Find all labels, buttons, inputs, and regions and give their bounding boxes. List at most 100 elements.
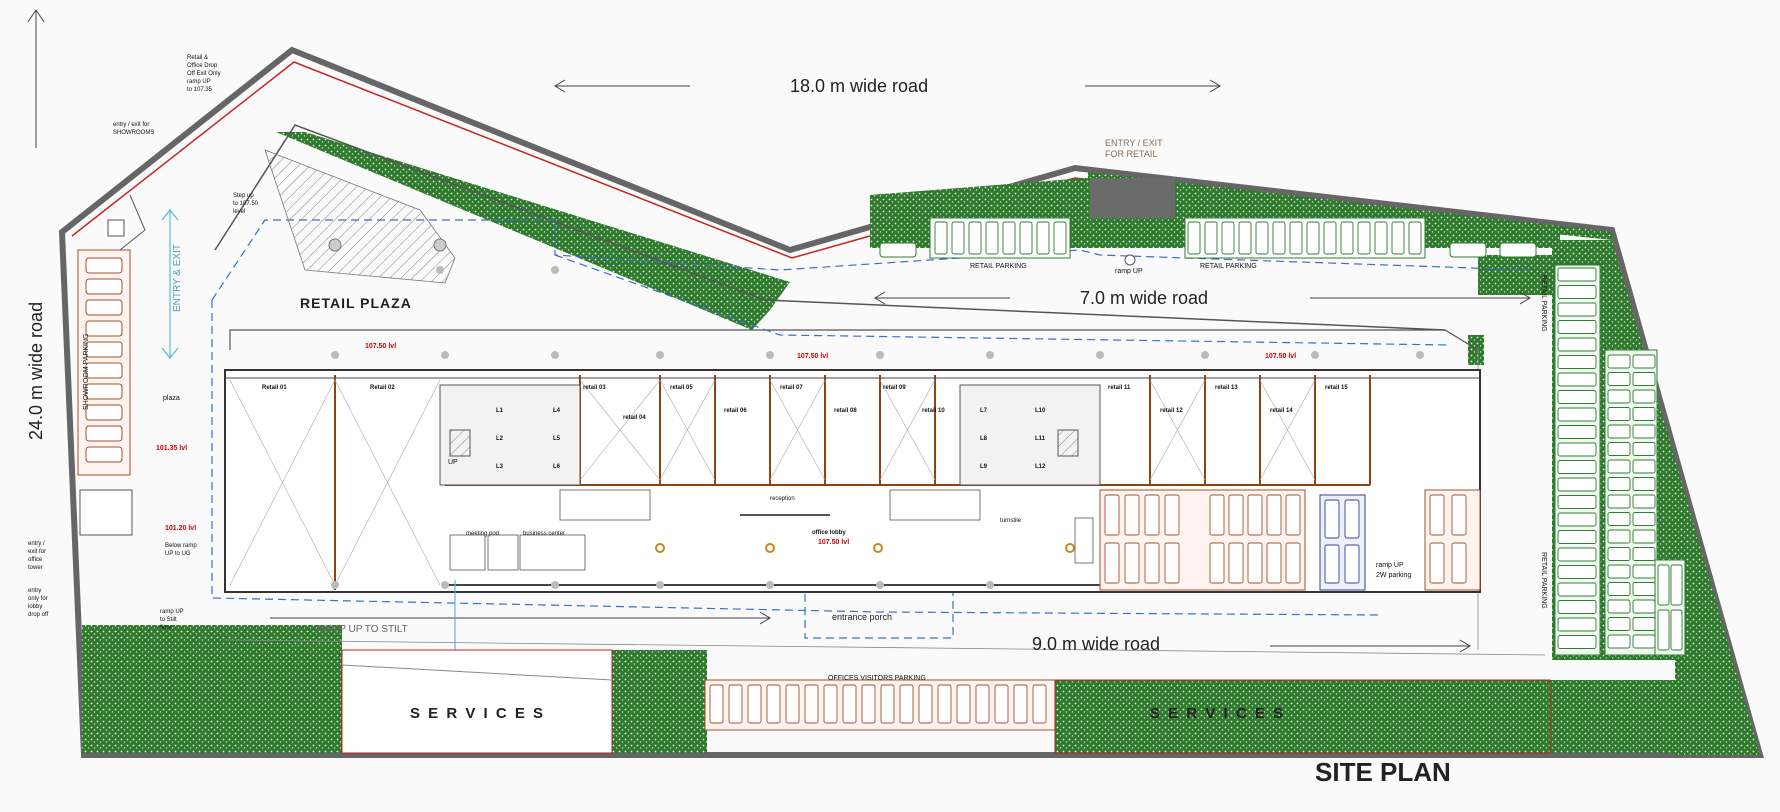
- road-label-south: 9.0 m wide road: [1032, 634, 1160, 654]
- parking-stall: [1607, 529, 1631, 544]
- parking-stall: [1013, 684, 1028, 724]
- retail-unit-label: retail 14: [1270, 408, 1293, 414]
- parking-stall: [1451, 494, 1467, 536]
- retail-unit-labels: Retail 01 Retail 02 retail 03 retail 04 …: [262, 385, 1348, 421]
- ramp-stilt-note: ramp UP to Stilt floor: [160, 609, 184, 631]
- parking-stall: [1557, 425, 1597, 439]
- parking-stall: [1144, 494, 1160, 536]
- parking-stall: [1557, 600, 1597, 614]
- parking-stall: [1266, 542, 1282, 584]
- parking-stall: [985, 221, 999, 255]
- offices-visitors-parking-label: OFFICES VISITORS PARKING: [828, 675, 926, 682]
- svg-text:to Stilt: to Stilt: [160, 617, 177, 623]
- svg-text:L6: L6: [553, 464, 561, 470]
- parking-stall: [766, 684, 781, 724]
- parking-stall: [1272, 221, 1286, 255]
- retail-unit-label: retail 03: [583, 385, 606, 391]
- svg-text:L12: L12: [1035, 464, 1046, 470]
- svg-text:Office Drop: Office Drop: [187, 63, 218, 69]
- parking-stall: [1607, 582, 1631, 596]
- parking-stall: [1632, 634, 1656, 649]
- parking-stall: [1632, 512, 1656, 526]
- parking-stall: [975, 684, 990, 724]
- svg-text:exit for: exit for: [28, 549, 46, 555]
- retail-unit-label: retail 04: [623, 415, 646, 421]
- parking-stall: [1357, 221, 1371, 255]
- parking-stall: [1557, 390, 1597, 404]
- office-tower-entry-note: entry / exit for office tower: [28, 541, 46, 571]
- parking-stall: [1104, 494, 1120, 536]
- svg-text:L11: L11: [1035, 436, 1046, 442]
- retail-unit-label: retail 15: [1325, 385, 1348, 391]
- parking-stall: [1557, 565, 1597, 579]
- svg-text:L1: L1: [496, 408, 504, 414]
- parking-stall: [956, 684, 971, 724]
- parking-stall: [1607, 494, 1631, 509]
- up-label: UP: [448, 459, 458, 466]
- parking-stall: [1340, 221, 1354, 255]
- parking-stall: [899, 684, 914, 724]
- business-center-label: business center: [523, 531, 565, 537]
- showrooms-note: entry / exit for SHOWROOMS: [113, 122, 154, 136]
- parking-stall: [1032, 684, 1047, 724]
- services-left-label: S E R V I C E S: [410, 705, 545, 722]
- svg-text:entry: entry: [28, 588, 41, 594]
- parking-stall: [1238, 221, 1252, 255]
- svg-text:L8: L8: [980, 436, 988, 442]
- parking-stall: [1209, 494, 1225, 536]
- parking-stall: [1632, 424, 1656, 439]
- parking-stall: [1632, 617, 1656, 631]
- svg-text:L2: L2: [496, 436, 504, 442]
- level-label: 107.50 lvl: [365, 343, 396, 350]
- parking-stall: [1002, 221, 1016, 255]
- parking-stall: [1374, 221, 1388, 255]
- entry-exit-arrow-icon: [161, 209, 456, 650]
- parking-stall: [1632, 564, 1656, 579]
- retail-unit-label: retail 09: [883, 385, 906, 391]
- retail-unit-label: retail 12: [1160, 408, 1183, 414]
- svg-text:entry / exit for: entry / exit for: [113, 122, 149, 128]
- parking-stall: [1557, 337, 1597, 352]
- ramp-up-2w-label-2: 2W parking: [1376, 572, 1412, 579]
- svg-text:to 107.35: to 107.35: [187, 87, 213, 93]
- parking-stall: [1557, 267, 1597, 282]
- internal-roads: [214, 124, 1546, 656]
- parking-stall: [1607, 617, 1631, 631]
- retail-unit-label: Retail 02: [370, 385, 395, 391]
- retail-parking-vert-label-2: RETAIL PARKING: [1540, 552, 1547, 609]
- parking-stall: [1657, 609, 1670, 651]
- parking-stall: [1557, 582, 1597, 597]
- parking-stall: [1429, 542, 1445, 584]
- level-label: 107.50 lvl: [1265, 353, 1296, 360]
- svg-text:Off Exit Only: Off Exit Only: [187, 71, 221, 77]
- drop-off-note: Retail & Office Drop Off Exit Only ramp …: [187, 55, 221, 93]
- parking-stall: [1632, 354, 1656, 369]
- lobby-drop-off-note: entry only for lobby drop off: [28, 588, 49, 618]
- parking-stall: [994, 684, 1009, 724]
- reception-label: reception: [770, 496, 795, 502]
- parking-stall: [1306, 221, 1320, 255]
- retail-unit-label: retail 06: [724, 408, 747, 414]
- retail-unit-label: retail 07: [780, 385, 803, 391]
- parking-stall: [804, 684, 819, 724]
- svg-text:L10: L10: [1035, 408, 1046, 414]
- svg-text:entry /: entry /: [28, 541, 45, 547]
- parking-stall: [1266, 494, 1282, 536]
- parking-stall: [1632, 547, 1656, 561]
- north-arrow-icon: [27, 9, 45, 148]
- parking-stall: [1670, 564, 1683, 606]
- parking-stall: [1285, 542, 1301, 584]
- svg-text:drop off: drop off: [28, 612, 49, 618]
- parking-stall: [1557, 477, 1597, 492]
- parking-stall: [1557, 355, 1597, 369]
- retail-parking-label-2: RETAIL PARKING: [1200, 263, 1257, 270]
- retail-unit-label: retail 13: [1215, 385, 1238, 391]
- parking-stall: [1323, 221, 1337, 255]
- landscape-areas: [82, 132, 1760, 755]
- svg-text:floor: floor: [160, 625, 172, 631]
- parking-stall: [1557, 635, 1597, 649]
- parking-stall: [1344, 499, 1360, 539]
- parking-stalls: [709, 221, 1683, 724]
- ramp-up-label: ramp UP: [1115, 268, 1143, 275]
- retail-unit-label: retail 11: [1108, 385, 1131, 391]
